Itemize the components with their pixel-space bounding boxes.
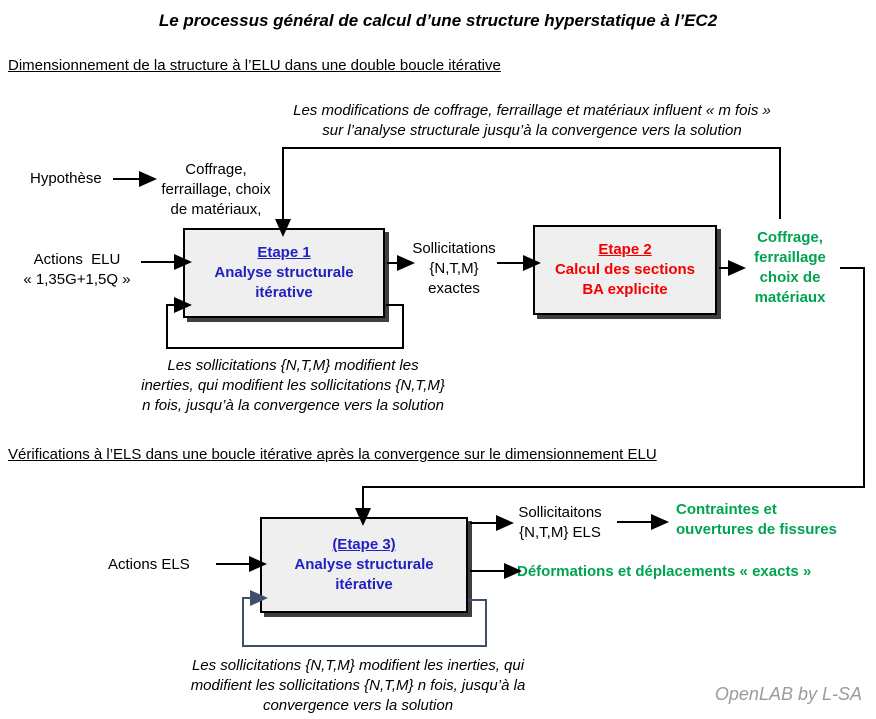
box-etape-3: (Etape 3) Analyse structurale itérative (260, 517, 468, 613)
annotation-els-loop-line3: convergence vers la solution (262, 697, 454, 714)
annotation-top-feedback: Les modifications de coffrage, ferrailla… (258, 101, 806, 141)
annotation-elu-loop-line3: n fois, jusqu’à la convergence vers la s… (142, 397, 444, 414)
label-actions-els: Actions ELS (108, 556, 190, 573)
label-sollicitations-els-line2: {N,T,M} ELS (519, 524, 601, 541)
label-contraintes-line1: Contraintes et (676, 501, 777, 518)
label-coffrage-input-line1: Coffrage, (185, 161, 247, 178)
label-coffrage-input-line3: de matériaux, (170, 201, 262, 218)
page-title: Le processus général de calcul d’une str… (158, 11, 718, 30)
label-sollicitations-els-line1: Sollicitaitons (518, 504, 602, 521)
annotation-els-loop-line1: Les sollicitations {N,T,M} modifient les… (191, 657, 525, 674)
box-etape-2-line1: Calcul des sections (554, 261, 696, 278)
box-etape-3-title: (Etape 3) (332, 536, 396, 553)
annotation-els-loop-line2: modifient les sollicitations {N,T,M} n f… (190, 677, 526, 694)
box-etape-1-line1: Analyse structurale (214, 264, 354, 281)
box-etape-2-title: Etape 2 (598, 241, 652, 258)
label-contraintes-line2: ouvertures de fissures (676, 521, 837, 538)
annotation-top-feedback-line1: Les modifications de coffrage, ferrailla… (293, 102, 771, 119)
annotation-top-feedback-line2: sur l’analyse structurale jusqu’à la con… (322, 122, 742, 139)
label-coffrage-output-line4: matériaux (754, 289, 826, 306)
label-sollicitations-exactes: Sollicitations {N,T,M} exactes (406, 239, 502, 299)
box-etape-2: Etape 2 Calcul des sections BA explicite (533, 225, 717, 315)
label-hypothese: Hypothèse (30, 170, 102, 187)
label-coffrage-output-line3: choix de (759, 269, 821, 286)
annotation-elu-loop: Les sollicitations {N,T,M} modifient les… (112, 356, 474, 416)
arrow-top-feedback-loop (275, 147, 781, 237)
label-coffrage-input-line2: ferraillage, choix (161, 181, 271, 198)
box-etape-1: Etape 1 Analyse structurale itérative (183, 228, 385, 318)
label-sollicitations-els: Sollicitaitons {N,T,M} ELS (505, 503, 615, 543)
annotation-elu-loop-line1: Les sollicitations {N,T,M} modifient les (167, 357, 419, 374)
section-heading-els: Vérifications à l’ELS dans une boucle it… (8, 446, 657, 463)
label-coffrage-output-line1: Coffrage, (757, 229, 823, 246)
annotation-elu-loop-line2: inerties, qui modifient les sollicitatio… (141, 377, 445, 394)
annotation-els-loop: Les sollicitations {N,T,M} modifient les… (158, 656, 558, 716)
watermark-openlab: OpenLAB by L-SA (714, 684, 862, 704)
label-actions-elu: Actions ELU « 1,35G+1,5Q » (14, 250, 140, 290)
label-coffrage-input: Coffrage, ferraillage, choix de matériau… (148, 160, 284, 220)
label-actions-elu-line1: Actions ELU (33, 251, 121, 268)
label-sollicitations-exactes-line2: {N,T,M} (429, 260, 479, 277)
label-deformations: Déformations et déplacements « exacts » (517, 563, 812, 580)
label-coffrage-output-line2: ferraillage (754, 249, 826, 266)
box-etape-1-title: Etape 1 (257, 244, 311, 261)
label-actions-elu-line2: « 1,35G+1,5Q » (23, 271, 131, 288)
box-etape-3-line2: itérative (335, 576, 393, 593)
label-coffrage-output: Coffrage, ferraillage choix de matériaux (740, 228, 840, 308)
box-etape-1-line2: itérative (255, 284, 313, 301)
label-sollicitations-exactes-line1: Sollicitations (412, 240, 496, 257)
label-contraintes: Contraintes et ouvertures de fissures (676, 500, 837, 540)
section-heading-elu: Dimensionnement de la structure à l’ELU … (8, 57, 501, 74)
box-etape-2-line2: BA explicite (582, 281, 668, 298)
box-etape-3-line1: Analyse structurale (294, 556, 434, 573)
label-sollicitations-exactes-line3: exactes (428, 280, 480, 297)
